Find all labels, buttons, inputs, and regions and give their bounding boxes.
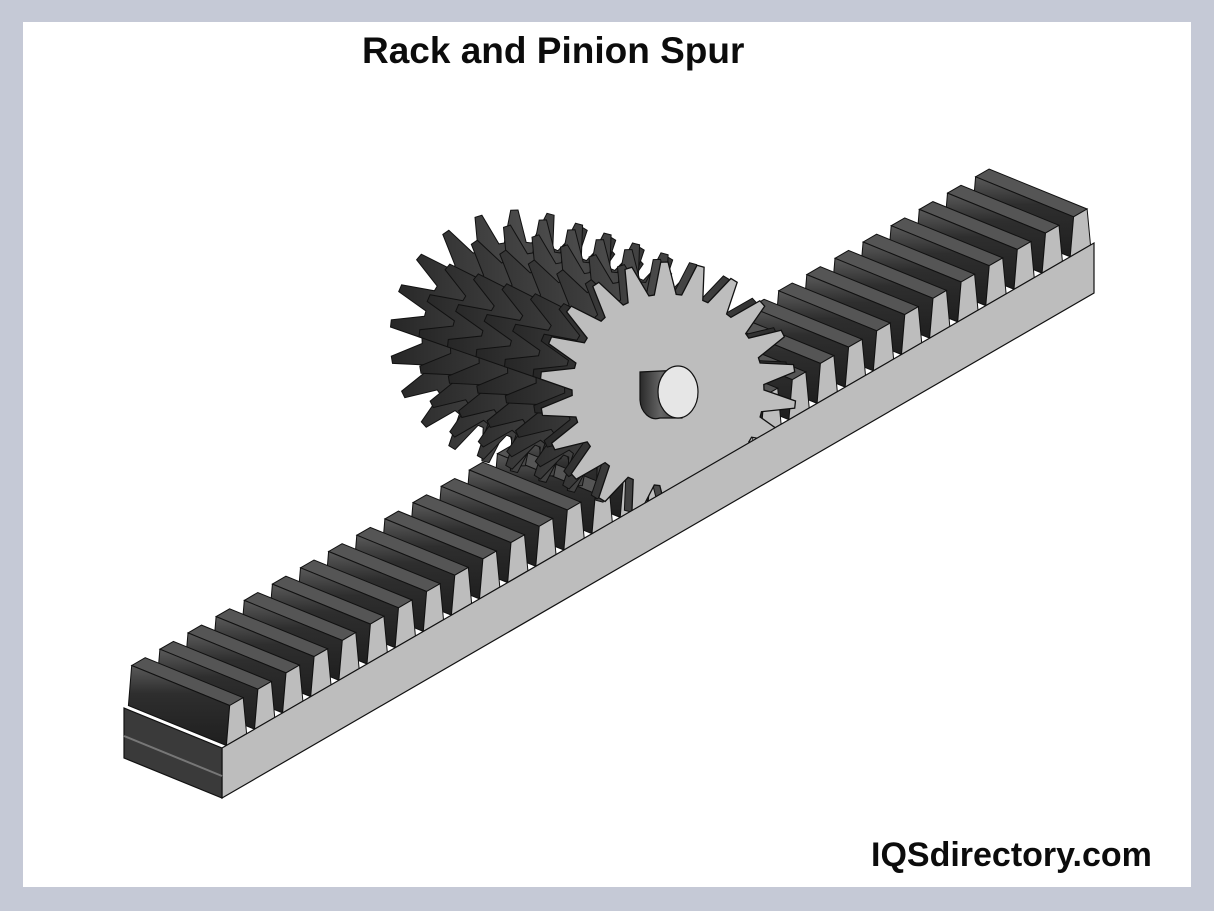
rack-end-highlight	[123, 735, 223, 777]
pinion-shaft-end	[657, 365, 699, 419]
brand-watermark: IQSdirectory.com	[871, 836, 1152, 874]
rack-end-face	[123, 707, 223, 799]
rack-body	[123, 241, 1095, 800]
pinion-gear	[389, 209, 797, 519]
diagram-title: Rack and Pinion Spur	[362, 30, 745, 71]
